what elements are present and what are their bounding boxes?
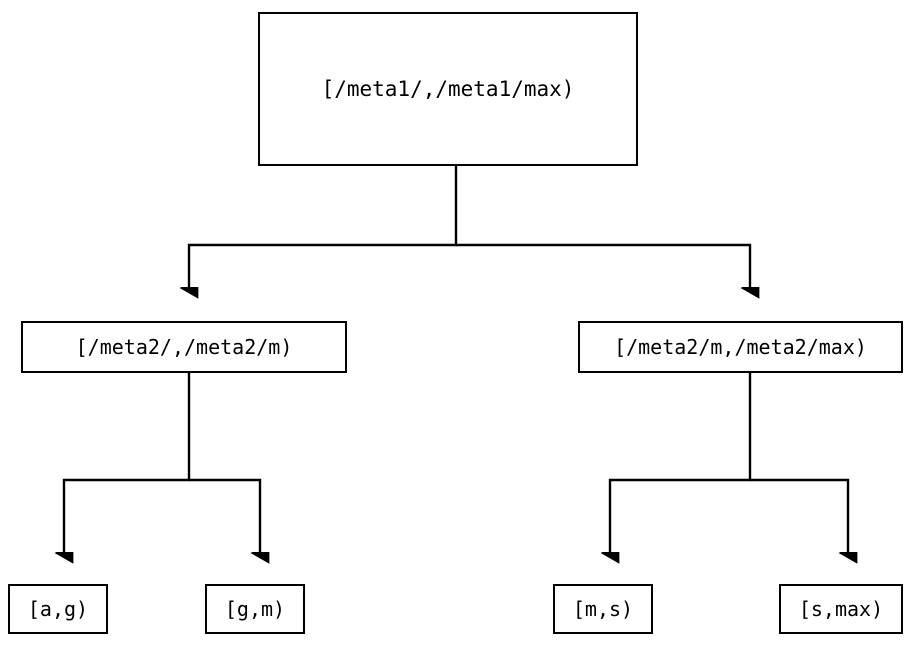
edge-root-to-mid-left — [189, 166, 458, 288]
edge-mid-right-to-leaf-3 — [750, 478, 848, 553]
tree-node-mid-left[interactable]: [/meta2/,/meta2/m) — [21, 321, 347, 373]
tree-node-leaf-2[interactable]: [m,s) — [553, 584, 653, 634]
edge-mid-left-to-leaf-0 — [64, 373, 191, 553]
tree-node-leaf-3[interactable]: [s,max) — [779, 584, 903, 634]
edge-mid-right-to-leaf-2 — [610, 373, 752, 553]
tree-node-mid-right[interactable]: [/meta2/m,/meta2/max) — [578, 321, 903, 373]
tree-node-leaf-1-label: [g,m) — [224, 597, 286, 621]
tree-node-leaf-1[interactable]: [g,m) — [205, 584, 305, 634]
edge-root-to-mid-right — [456, 243, 750, 288]
tree-node-leaf-2-label: [m,s) — [572, 597, 634, 621]
tree-node-mid-right-label: [/meta2/m,/meta2/max) — [614, 335, 867, 359]
edge-mid-left-to-leaf-1 — [189, 478, 260, 553]
tree-node-leaf-3-label: [s,max) — [798, 597, 884, 621]
tree-node-mid-left-label: [/meta2/,/meta2/m) — [75, 335, 293, 359]
tree-node-root[interactable]: [/meta1/,/meta1/max) — [258, 12, 638, 166]
tree-node-root-label: [/meta1/,/meta1/max) — [321, 77, 575, 101]
tree-node-leaf-0-label: [a,g) — [27, 597, 89, 621]
tree-node-leaf-0[interactable]: [a,g) — [8, 584, 108, 634]
